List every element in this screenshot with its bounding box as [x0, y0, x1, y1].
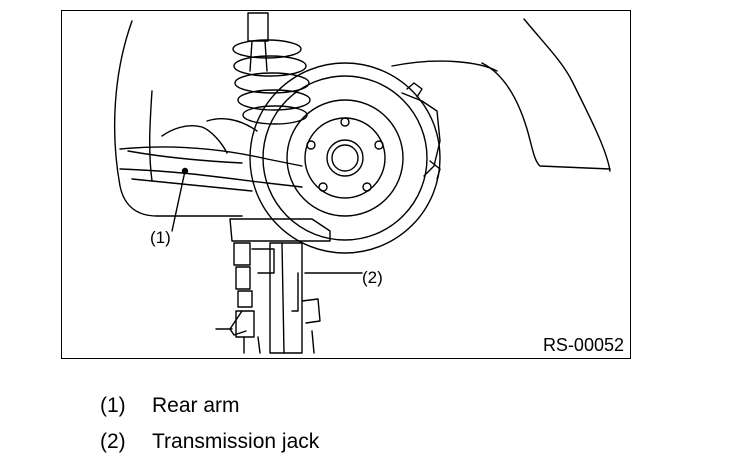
figure-id: RS-00052 — [542, 335, 624, 355]
legend-number: (1) — [100, 394, 126, 417]
backing-plate — [401, 82, 441, 180]
legend-item: (1) Rear arm — [100, 388, 319, 424]
legend: (1) Rear arm (2) Transmission jack — [100, 388, 319, 460]
figure-frame: (1) (2) RS-00052 — [61, 10, 631, 359]
brake-drum — [249, 62, 441, 254]
coil-spring — [232, 12, 311, 125]
legend-item: (2) Transmission jack — [100, 424, 319, 460]
legend-label: Transmission jack — [152, 430, 320, 453]
wheel-house-outline — [113, 20, 158, 217]
rear-suspension-illustration — [113, 12, 611, 354]
callout-1: (1) — [150, 228, 171, 247]
rear-arm — [119, 118, 303, 192]
transmission-jack — [215, 218, 331, 354]
leader-line-1 — [171, 170, 186, 232]
legend-number: (2) — [100, 430, 126, 453]
callout-2: (2) — [362, 268, 383, 287]
legend-label: Rear arm — [152, 394, 240, 417]
